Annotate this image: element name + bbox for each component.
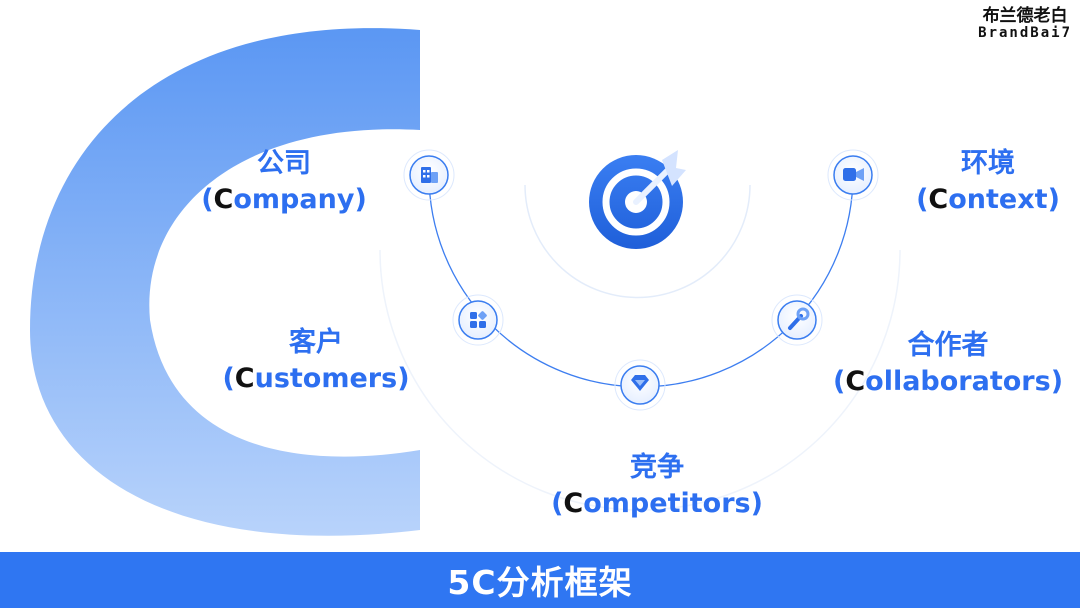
label-collaborators-cn: 合作者	[907, 330, 989, 361]
target-arrow-icon	[589, 150, 686, 249]
outer-guide-arc	[379, 249, 901, 511]
context-node	[827, 149, 879, 201]
label-collaborators-en: (Collaborators)	[832, 366, 1064, 398]
label-customers-cn: 客户	[289, 327, 343, 358]
label-competitors-en: (Competitors)	[551, 488, 763, 520]
brand-name-en: BrandBai7	[978, 24, 1072, 41]
label-context-en: (Context)	[916, 184, 1060, 216]
brand-name-cn: 布兰德老白	[982, 6, 1068, 26]
label-customers-en: (Customers)	[222, 363, 410, 395]
footer-title: 5C分析框架	[447, 563, 633, 602]
c-letter-shape	[30, 28, 420, 536]
label-context: 环境 (Context)	[888, 146, 1080, 219]
company-node	[403, 149, 455, 201]
inner-guide-arc	[524, 184, 751, 299]
label-collaborators: 合作者 (Collaborators)	[822, 328, 1074, 401]
footer-banner: 5C分析框架	[0, 552, 1080, 608]
customers-node	[452, 294, 504, 346]
collaborators-node	[771, 294, 823, 346]
wrench-icon	[788, 307, 810, 330]
apps-grid-icon	[470, 311, 487, 328]
label-company-en: (Company)	[201, 184, 367, 216]
video-camera-icon	[843, 168, 864, 181]
label-competitors-cn: 竞争	[630, 452, 684, 483]
building-icon	[421, 167, 438, 183]
label-competitors: 竞争 (Competitors)	[532, 450, 782, 523]
label-company: 公司 (Company)	[184, 146, 384, 219]
label-company-cn: 公司	[257, 148, 311, 179]
brand-logo: 布兰德老白 BrandBai7	[978, 6, 1072, 41]
label-context-cn: 环境	[961, 148, 1015, 179]
label-customers: 客户 (Customers)	[196, 325, 436, 398]
diamond-icon	[631, 375, 649, 391]
competitors-node	[614, 359, 666, 411]
